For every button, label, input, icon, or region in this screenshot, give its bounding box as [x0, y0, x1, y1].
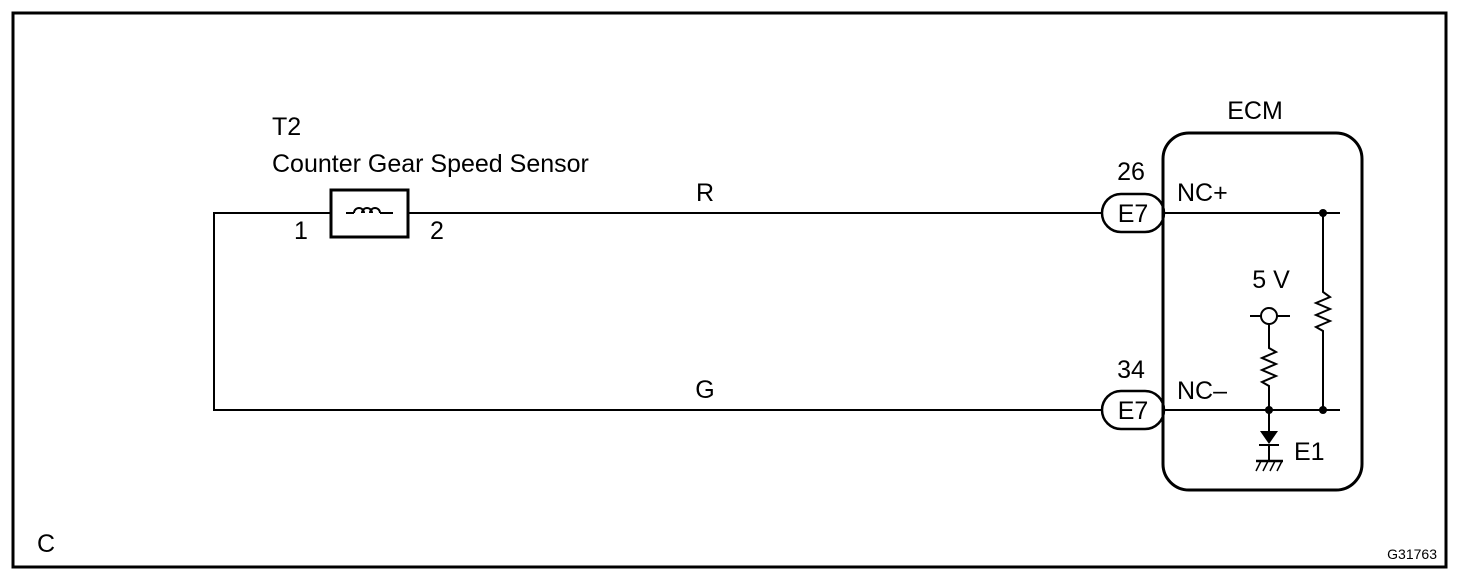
diode-icon	[1260, 431, 1278, 444]
resistor-icon	[1313, 213, 1333, 410]
sensor-box	[329, 188, 410, 239]
supply-terminal-icon	[1260, 307, 1278, 325]
connector-bottom-id: E7	[1118, 397, 1149, 425]
wire-r-label: R	[696, 179, 714, 207]
sensor-name: Counter Gear Speed Sensor	[272, 150, 589, 178]
wire-g-label: G	[695, 376, 714, 404]
connector-top-pin: 26	[1117, 158, 1145, 186]
ground-hatch	[1255, 460, 1283, 472]
ecm-title: ECM	[1227, 97, 1283, 125]
ground-label: E1	[1294, 438, 1325, 466]
diagram-frame	[11, 11, 1448, 569]
connector-bottom-pin: 34	[1117, 356, 1145, 384]
junction-dot	[1319, 209, 1327, 217]
junction-dot	[1319, 406, 1327, 414]
junction-dot	[1265, 406, 1273, 414]
wire-loop-left	[213, 212, 1102, 411]
resistor-icon	[1259, 324, 1279, 432]
terminal-nc-plus: NC+	[1177, 179, 1228, 207]
connector-top-id: E7	[1118, 200, 1149, 228]
frame-label: C	[37, 530, 55, 558]
sensor-pin-1: 1	[294, 217, 308, 245]
terminal-nc-minus: NC–	[1177, 377, 1227, 405]
ecm-box	[1161, 131, 1364, 492]
supply-label: 5 V	[1252, 266, 1290, 294]
sensor-ref: T2	[272, 113, 301, 141]
figure-code: G31763	[1387, 546, 1437, 562]
coil-icon	[346, 207, 393, 214]
sensor-pin-2: 2	[430, 217, 444, 245]
